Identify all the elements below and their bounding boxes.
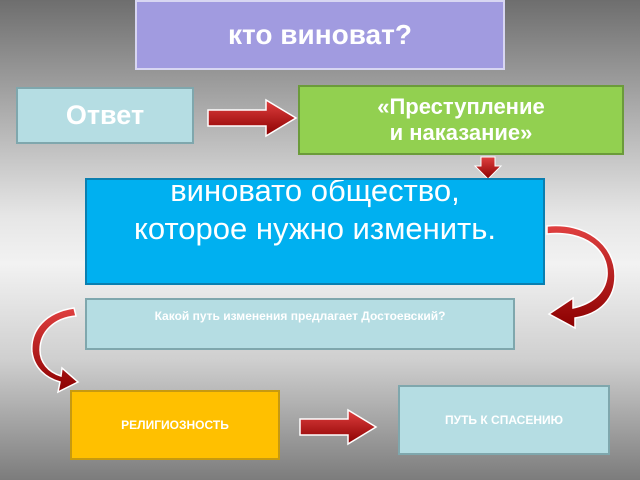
curved-arrow-right-icon bbox=[546, 224, 616, 330]
novel-title-text: «Преступление и наказание» bbox=[377, 94, 545, 145]
arrow-right-icon bbox=[207, 98, 298, 138]
answer-box: Ответ bbox=[16, 87, 194, 144]
curved-arrow-left-icon bbox=[31, 307, 80, 394]
arrow-right-bottom-icon bbox=[299, 408, 378, 446]
question-box: Какой путь изменения предлагает Достоевс… bbox=[85, 298, 515, 350]
question-text: Какой путь изменения предлагает Достоевс… bbox=[154, 309, 446, 323]
title-box: кто виноват? bbox=[135, 0, 505, 70]
salvation-box: ПУТЬ К СПАСЕНИЮ bbox=[398, 385, 610, 455]
society-box: виновато общество, которое нужно изменит… bbox=[85, 178, 545, 285]
novel-title-box: «Преступление и наказание» bbox=[298, 85, 624, 155]
title-text: кто виноват? bbox=[228, 19, 412, 50]
religion-box: РЕЛИГИОЗНОСТЬ bbox=[70, 390, 280, 460]
arrow-down-icon bbox=[473, 156, 503, 180]
answer-text: Ответ bbox=[65, 100, 145, 130]
salvation-text: ПУТЬ К СПАСЕНИЮ bbox=[444, 413, 564, 427]
religion-text: РЕЛИГИОЗНОСТЬ bbox=[121, 418, 229, 432]
society-text: виновато общество, которое нужно изменит… bbox=[133, 178, 497, 246]
